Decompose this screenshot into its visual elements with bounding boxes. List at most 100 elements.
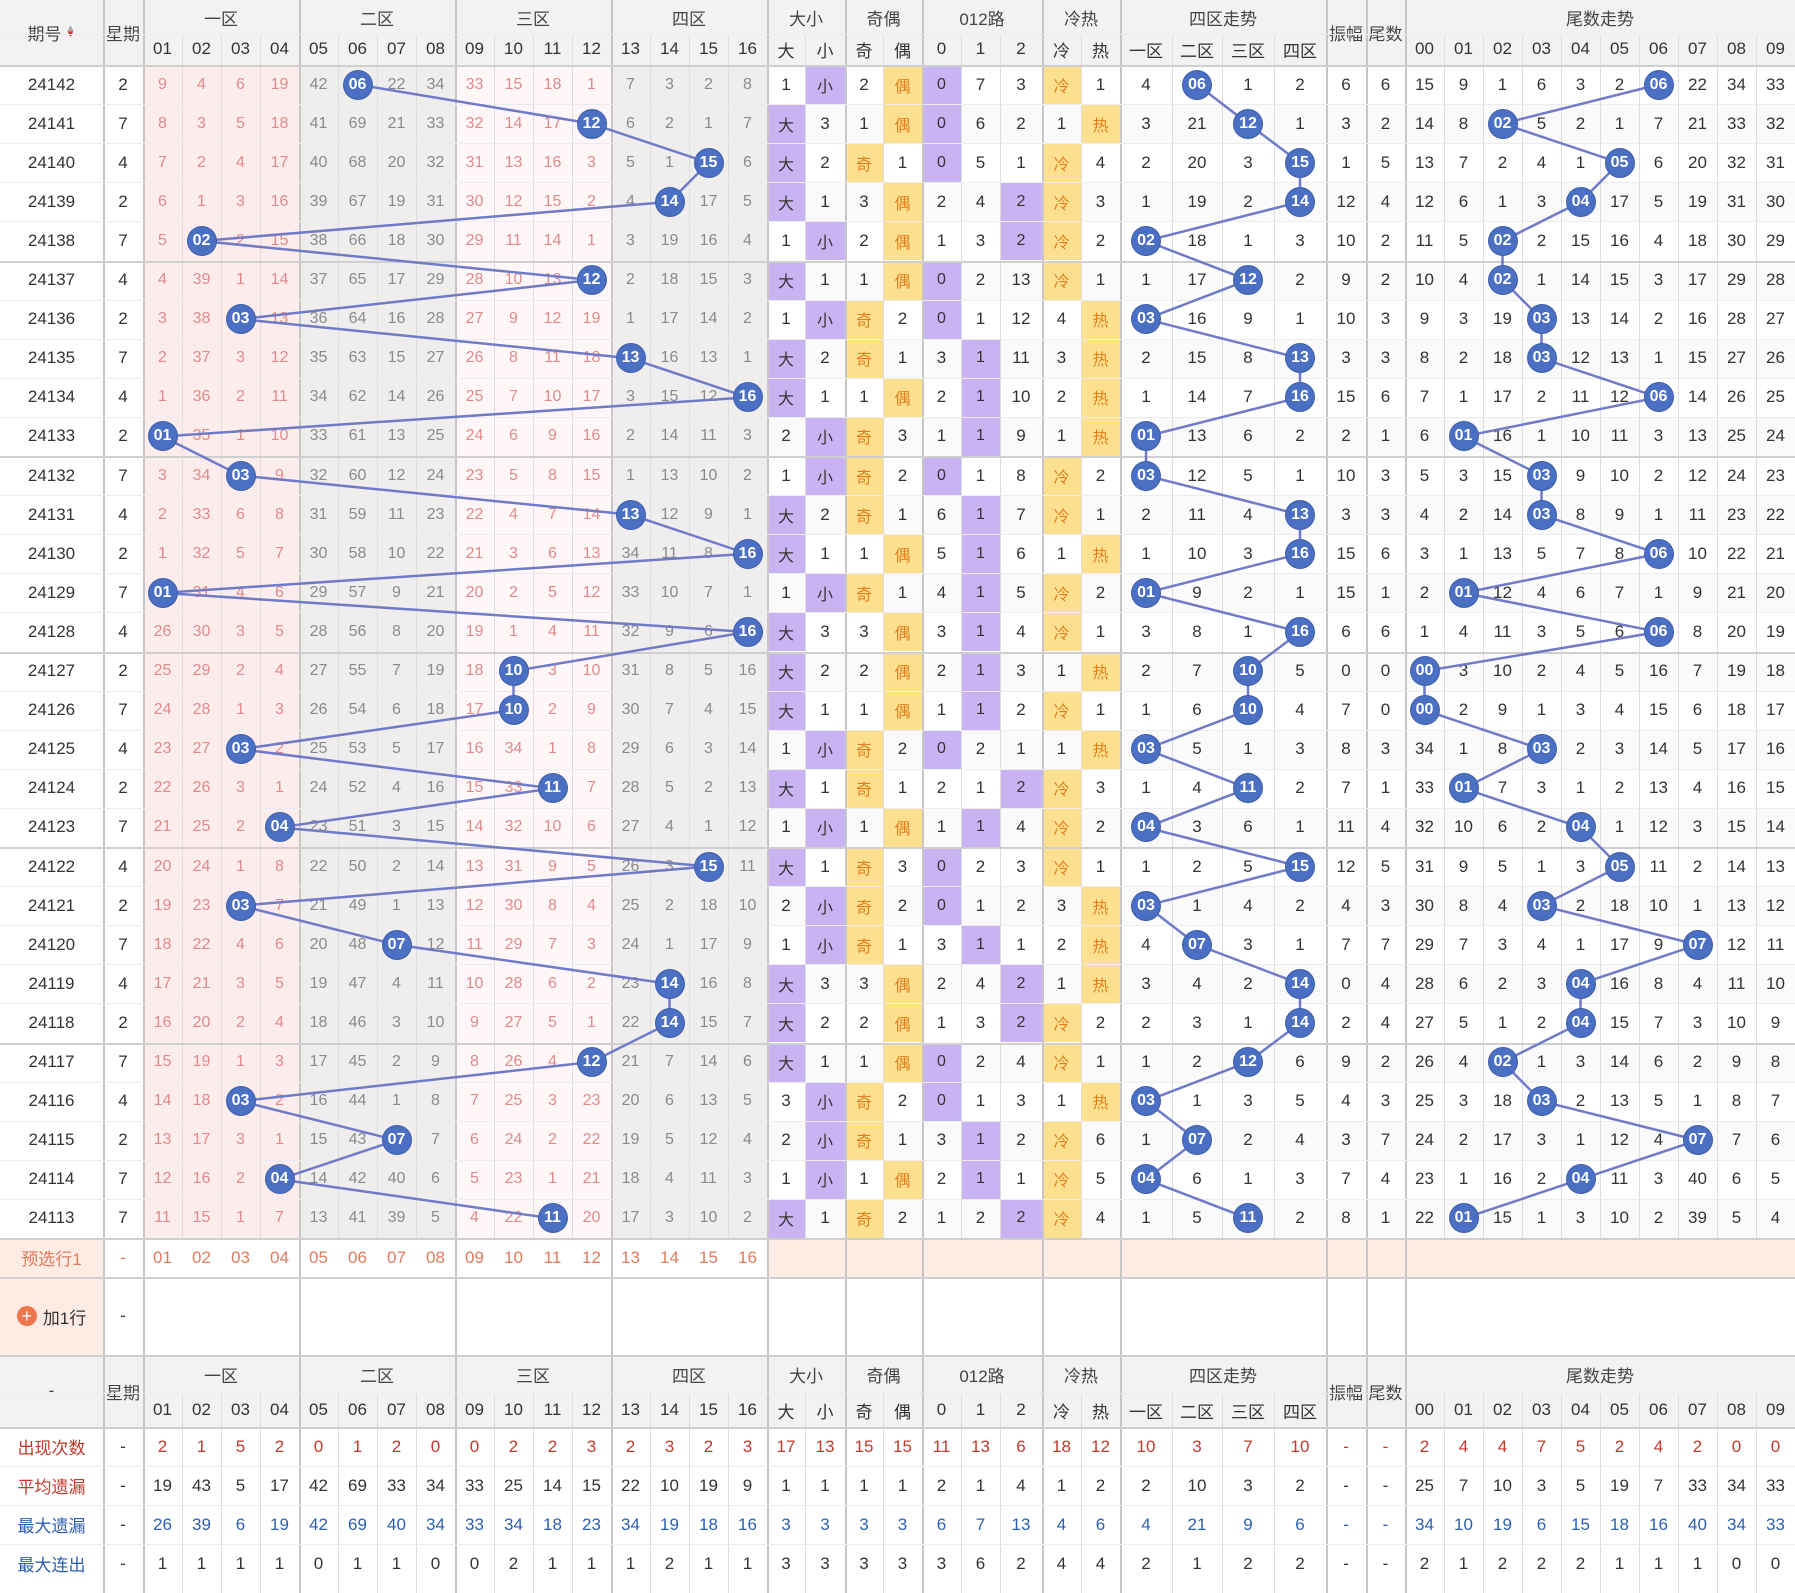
omission-value: 3	[743, 427, 752, 445]
number-cell-hit: 16	[728, 378, 767, 417]
hotcold-hit: 冷	[1042, 143, 1081, 183]
omission-value: 29	[309, 583, 328, 601]
stat-value: 3	[859, 1514, 869, 1534]
stat-value: 2	[664, 1553, 675, 1573]
tail-trend-omission: 9	[1497, 700, 1508, 720]
sort-arrows-icon[interactable]: ▲▼	[65, 23, 76, 40]
preselect-number[interactable]: 01	[153, 1247, 172, 1267]
omission-value: 14	[699, 1053, 718, 1071]
omission-value: 19	[465, 622, 484, 640]
zone-trend-omission: 3	[1295, 739, 1305, 759]
omission-value: 3	[392, 818, 401, 836]
preselect-number[interactable]: 09	[465, 1247, 484, 1267]
tail-trend-ball: 04	[1566, 1008, 1595, 1037]
tail-trend-omission: 4	[1536, 934, 1547, 954]
tail-trend-cell-hit: 04	[1561, 808, 1600, 847]
omission-value: 2	[158, 349, 167, 367]
tail-trend-ball: 03	[1527, 891, 1556, 920]
tail-value: 4	[1380, 973, 1391, 993]
footer-num-col-13: 13	[611, 1393, 650, 1427]
oddeven-hit: 奇	[845, 416, 883, 456]
hotcold-omission: 2	[1095, 465, 1106, 485]
tail-trend-ball: 05	[1605, 852, 1634, 881]
zt-col: 二区	[1172, 34, 1222, 64]
tail-trend-omission: 20	[1688, 152, 1707, 172]
tail-trend-omission: 4	[1770, 1208, 1781, 1228]
omission-value: 10	[465, 974, 484, 992]
omission-value: 10	[387, 544, 406, 562]
preselect-number[interactable]: 08	[426, 1247, 445, 1267]
tail-trend-omission: 3	[1575, 74, 1586, 94]
add-row-button[interactable]: +加1行	[0, 1277, 103, 1355]
preselect-number[interactable]: 10	[504, 1247, 523, 1267]
preselect-number[interactable]: 16	[738, 1247, 757, 1267]
issue-number: 24113	[28, 1208, 75, 1228]
stat-value: 69	[348, 1475, 367, 1495]
tail-trend-omission: 21	[1766, 543, 1785, 563]
omission-value: 20	[387, 153, 406, 171]
oddeven-omission: 1	[859, 1169, 869, 1189]
tail-value: 0	[1380, 700, 1391, 720]
omission-value: 33	[465, 75, 484, 93]
preselect-number[interactable]: 14	[660, 1247, 679, 1267]
zone-trend-ball: 03	[1132, 735, 1160, 764]
omission-value: 2	[236, 231, 245, 249]
tail-trend-cell-hit: 07	[1678, 925, 1717, 964]
preselect-number[interactable]: 07	[387, 1247, 406, 1267]
tail-trend-omission: 2	[1653, 1208, 1664, 1228]
tail-trend-omission: 2	[1536, 661, 1547, 681]
road-omission: 3	[936, 348, 947, 368]
tail-trend-cell-hit: 01	[1444, 417, 1483, 456]
preselect-number[interactable]: 05	[309, 1247, 328, 1267]
preselect-label[interactable]: 预选行1	[21, 1250, 82, 1269]
grid-line	[494, 1393, 495, 1593]
stat-value: 4	[1497, 1436, 1508, 1456]
amplitude-value: 9	[1341, 1052, 1351, 1072]
preselect-number[interactable]: 12	[582, 1247, 601, 1267]
amplitude-value: 15	[1336, 582, 1356, 602]
amplitude-value: 12	[1336, 191, 1356, 211]
zone-trend-omission: 4	[1243, 504, 1253, 524]
omission-value: 22	[153, 779, 172, 797]
oddeven-omission: 1	[897, 1130, 908, 1150]
preselect-number[interactable]: 15	[699, 1247, 718, 1267]
omission-value: 4	[236, 583, 245, 601]
omission-value: 1	[587, 75, 596, 93]
omission-value: 31	[309, 505, 328, 523]
zone-trend-header: 四区走势	[1120, 0, 1326, 34]
footer-oe-header: 奇偶	[845, 1355, 922, 1393]
preselect-number[interactable]: 06	[348, 1247, 367, 1267]
road-omission: 4	[1016, 621, 1026, 641]
oddeven-omission: 2	[897, 739, 908, 759]
road-omission: 4	[1016, 1052, 1026, 1072]
size-hit: 小	[805, 1081, 845, 1121]
tail-trend-omission: 7	[1419, 387, 1430, 407]
add-row-control[interactable]: +加1行	[16, 1304, 86, 1329]
omission-value: 2	[197, 153, 206, 171]
oddeven-hit: 偶	[883, 651, 922, 691]
preselect-number[interactable]: 02	[192, 1247, 211, 1267]
omission-value: 5	[548, 583, 557, 601]
omission-value: 24	[426, 466, 445, 484]
stat-value: 2	[1692, 1436, 1703, 1456]
tail-trend-cell-hit: 02	[1483, 221, 1522, 260]
preselect-number[interactable]: 11	[543, 1247, 562, 1267]
omission-value: 27	[504, 1013, 523, 1031]
grid-line	[0, 729, 1795, 731]
preselect-number[interactable]: 03	[231, 1247, 250, 1267]
tail-value: 3	[1380, 348, 1391, 368]
omission-value: 2	[743, 1209, 752, 1227]
grid-line	[572, 1393, 573, 1593]
size-omission: 3	[820, 973, 830, 993]
omission-value: 17	[192, 1131, 211, 1149]
grid-line	[533, 1393, 534, 1593]
sort-issue-header[interactable]: 期号▲▼	[0, 0, 103, 64]
preselect-number[interactable]: 04	[270, 1247, 289, 1267]
amplitude-value: 3	[1341, 113, 1351, 133]
omission-value: 2	[665, 114, 674, 132]
tail-trend-omission: 5	[1575, 621, 1586, 641]
omission-value: 20	[153, 857, 172, 875]
plus-icon[interactable]: +	[16, 1306, 37, 1326]
tail-trend-omission: 4	[1458, 621, 1469, 641]
preselect-number[interactable]: 13	[621, 1247, 640, 1267]
